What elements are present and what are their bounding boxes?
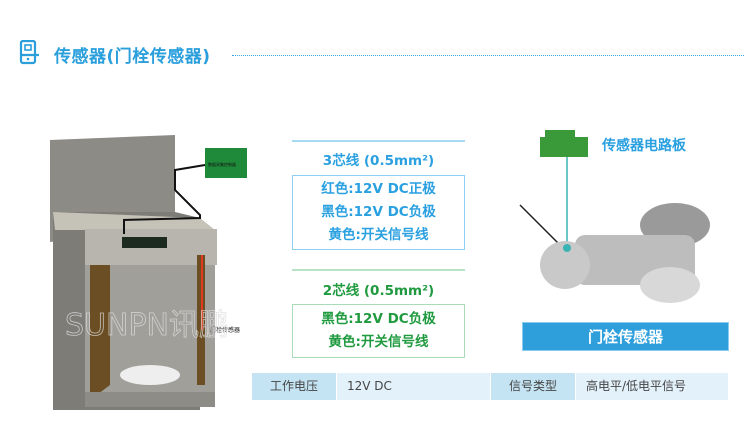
title-divider bbox=[232, 55, 744, 56]
wire-line: 红色:12V DC正极 bbox=[321, 181, 436, 197]
sensor-device-icon bbox=[19, 40, 39, 65]
spec-value-signal: 高电平/低电平信号 bbox=[576, 373, 728, 400]
spec-key-signal: 信号类型 bbox=[491, 373, 575, 400]
watermark: SUNPN讯鹏 bbox=[65, 308, 229, 343]
board-label: 数据采集控制器 bbox=[208, 161, 236, 167]
data-collector-board bbox=[205, 148, 247, 178]
spec-value-voltage: 12V DC bbox=[337, 373, 490, 400]
wire-3core-title: 3芯线 (0.5mm²) bbox=[322, 153, 435, 169]
sensor-label: 门栓传感器 bbox=[210, 326, 240, 334]
wire-2core-box: 黑色:12V DC负极 黄色:开关信号线 bbox=[292, 304, 465, 358]
wire-2core-title: 2芯线 (0.5mm²) bbox=[322, 283, 435, 299]
pcb-label: 传感器电路板 bbox=[602, 138, 686, 154]
door-latch-sensor-photo bbox=[519, 130, 710, 303]
wire-3core-box: 红色:12V DC正极 黑色:12V DC负极 黄色:开关信号线 bbox=[292, 175, 465, 250]
divider bbox=[292, 269, 465, 271]
spec-key-voltage: 工作电压 bbox=[252, 373, 336, 400]
wire-line: 黄色:开关信号线 bbox=[328, 227, 429, 243]
page-title: 传感器(门栓传感器) bbox=[54, 47, 211, 67]
wire-line: 黄色:开关信号线 bbox=[328, 334, 429, 350]
product-name-banner: 门栓传感器 bbox=[522, 322, 729, 351]
wire-line: 黑色:12V DC负极 bbox=[321, 311, 436, 327]
toilet-cubicle-illustration: 数据采集控制器 门栓传感器 SUNPN讯鹏 bbox=[50, 135, 247, 410]
divider bbox=[292, 140, 465, 142]
wire-line: 黑色:12V DC负极 bbox=[321, 204, 436, 220]
